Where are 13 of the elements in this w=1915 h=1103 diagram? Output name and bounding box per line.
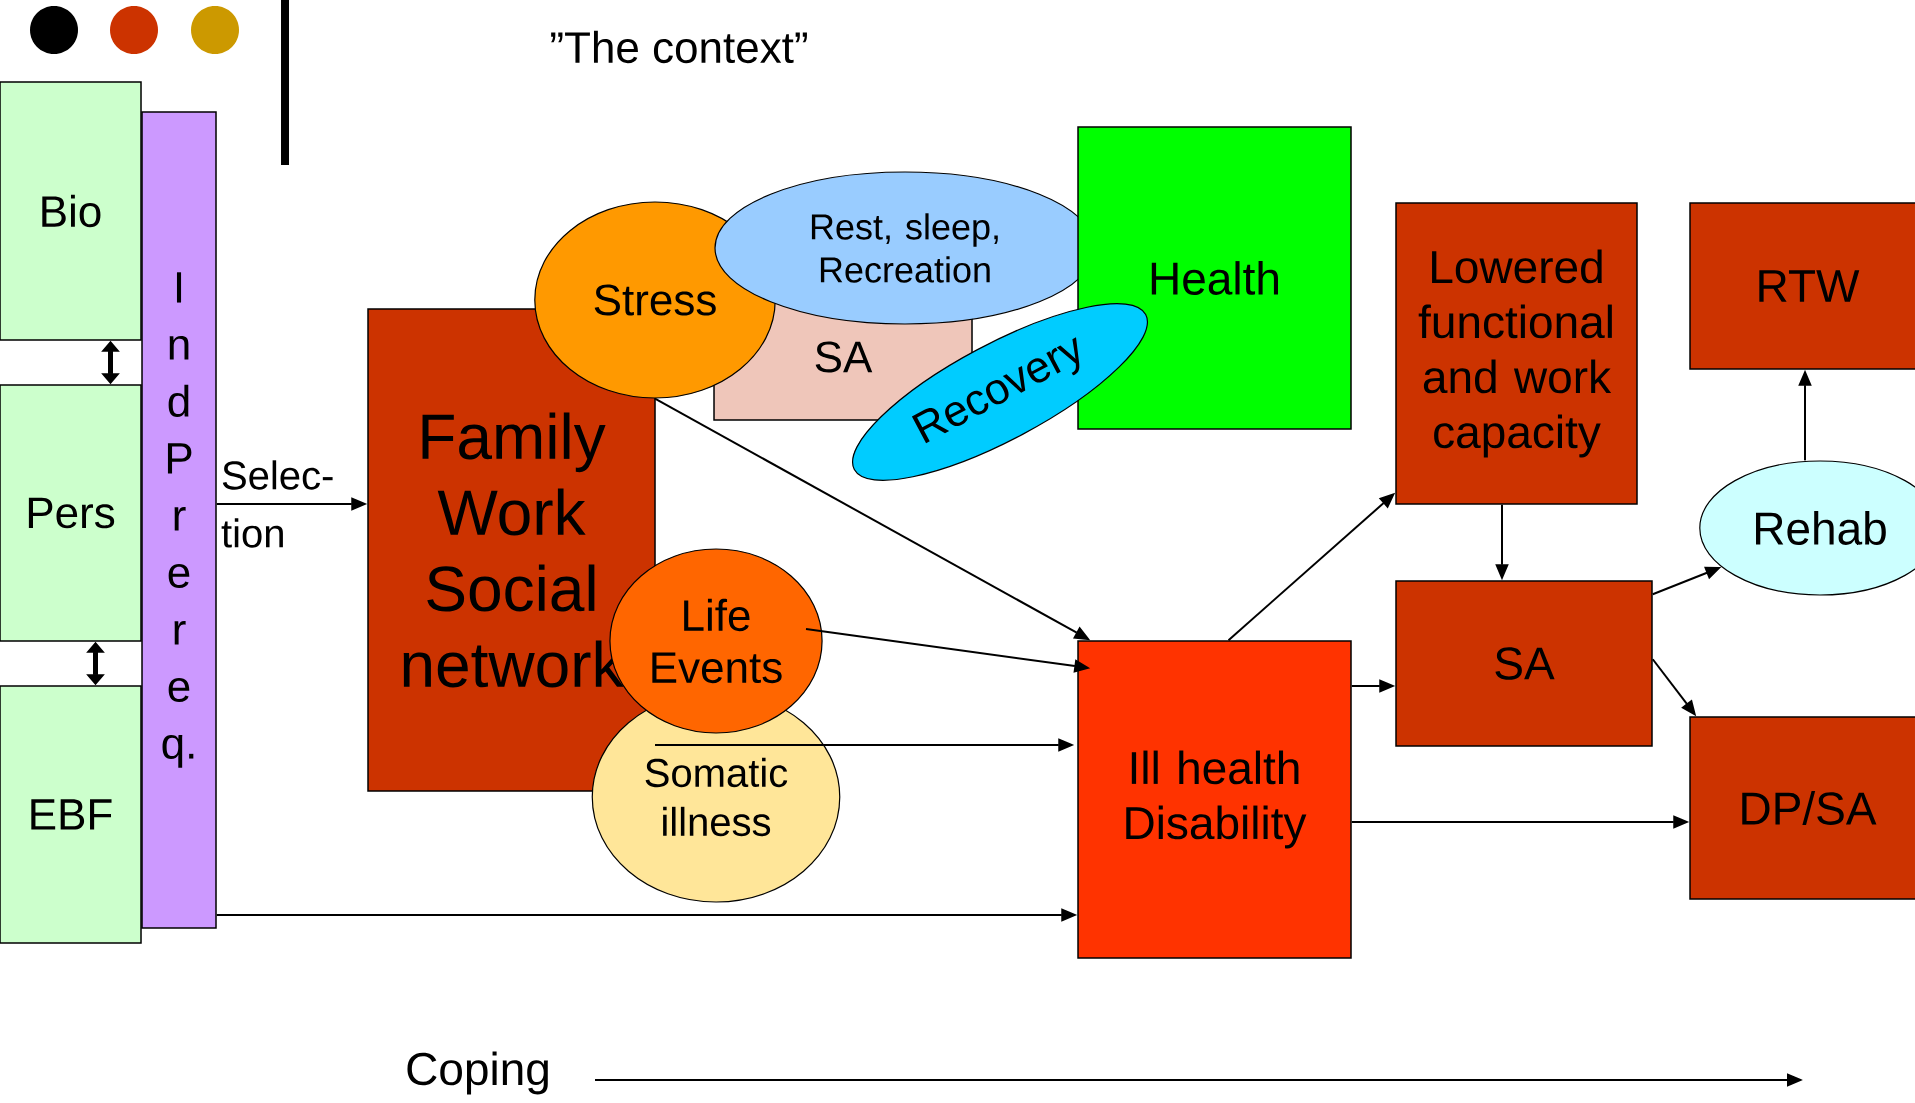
- layer-box: Bio: [0, 81, 142, 341]
- axis-label: Coping: [407, 1051, 548, 1095]
- oval: Rehab: [1699, 460, 1915, 596]
- outcome-box: DP/SA: [1689, 716, 1915, 900]
- title: ”The context”: [551, 30, 807, 64]
- layer-box: EBF: [0, 685, 142, 944]
- outcome-box: SA: [1395, 580, 1653, 747]
- outcome-box: RTW: [1689, 202, 1915, 370]
- edge-label: Selec- tion: [221, 460, 333, 548]
- layer-box: Pers: [0, 384, 142, 642]
- outcome-box: Lowered functional and work capacity: [1395, 202, 1638, 505]
- outcome-box: Ill health Disability: [1077, 640, 1352, 959]
- vertical-bar-box: I n d P r e r e q.: [141, 111, 217, 929]
